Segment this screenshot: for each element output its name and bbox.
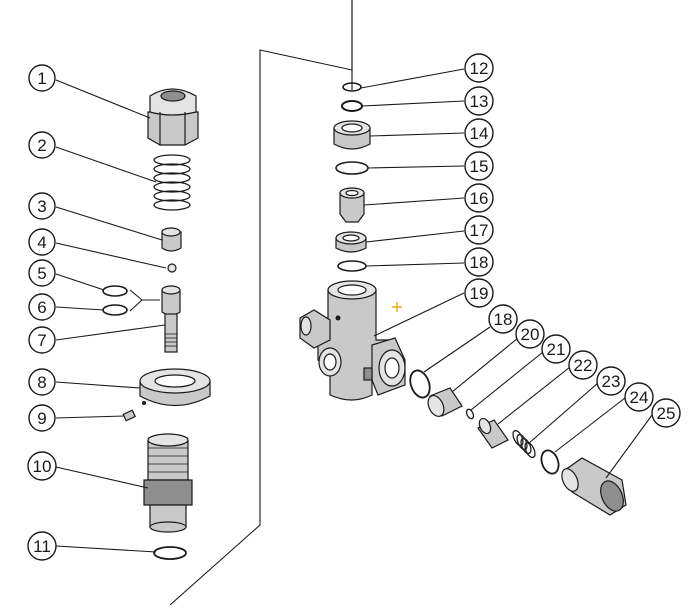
svg-text:12: 12: [470, 59, 489, 78]
callout-7: 7: [28, 326, 56, 354]
svg-text:16: 16: [470, 189, 489, 208]
svg-text:1: 1: [37, 69, 46, 88]
part-13-ring: [341, 100, 363, 112]
svg-text:13: 13: [470, 92, 489, 111]
part-3-spring-seat: [161, 227, 182, 252]
cursor-mark: [392, 302, 402, 312]
svg-text:25: 25: [657, 404, 676, 423]
part-17-bushing: [335, 231, 367, 253]
part-10-threaded-body: [143, 433, 193, 533]
part-5-o-ring: [102, 285, 128, 297]
callout-11: 11: [27, 531, 57, 561]
callout-4: 4: [28, 228, 56, 256]
part-6-o-ring: [102, 304, 128, 316]
callout-21: 21: [541, 334, 571, 364]
callout-20: 20: [515, 319, 545, 349]
part-9-set-screw: [122, 409, 137, 422]
callout-3: 3: [28, 192, 56, 220]
part-21-small-ring: [465, 408, 475, 420]
callout-1: 1: [28, 64, 56, 92]
part-4-ball: [167, 263, 177, 273]
svg-text:6: 6: [37, 298, 46, 317]
callout-10: 10: [27, 451, 57, 481]
svg-text:17: 17: [470, 221, 489, 240]
part-14-bushing: [333, 120, 371, 150]
callout-19: 19: [464, 278, 494, 308]
callout-23: 23: [596, 366, 626, 396]
bracket-5-6: [129, 289, 143, 301]
callout-12: 12: [464, 53, 494, 83]
part-19-valve-body: [299, 280, 406, 401]
part-7-piston-stem: [161, 285, 181, 353]
part-1-cap-nut: [147, 88, 199, 146]
part-24-o-ring: [540, 449, 560, 475]
svg-text:9: 9: [37, 409, 46, 428]
svg-text:15: 15: [470, 157, 489, 176]
part-18-o-ring: [337, 260, 367, 272]
part-8-lock-ring: [139, 368, 211, 406]
callout-16: 16: [464, 183, 494, 213]
part-22-poppet: [477, 417, 509, 449]
svg-text:7: 7: [37, 331, 46, 350]
svg-text:20: 20: [521, 325, 540, 344]
callout-15: 15: [464, 151, 494, 181]
part-23-spring: [512, 429, 536, 459]
callout-13: 13: [464, 86, 494, 116]
svg-text:5: 5: [37, 264, 46, 283]
svg-text:11: 11: [33, 537, 51, 556]
svg-text:2: 2: [37, 136, 46, 155]
part-2-spring: [153, 154, 191, 211]
callout-25: 25: [651, 398, 681, 428]
leader-lines: [55, 68, 653, 553]
callout-24: 24: [624, 382, 654, 412]
callout-14: 14: [464, 118, 494, 148]
svg-text:23: 23: [602, 372, 621, 391]
callout-6: 6: [28, 293, 56, 321]
svg-text:18: 18: [494, 310, 513, 329]
part-18-o-ring-side: [409, 369, 431, 399]
part-12-ring: [342, 82, 362, 92]
part-16-valve-seat: [339, 187, 365, 223]
svg-text:14: 14: [470, 124, 489, 143]
callout-18a: 18: [464, 247, 494, 277]
part-15-o-ring: [335, 161, 369, 175]
svg-text:8: 8: [37, 373, 46, 392]
callout-17: 17: [464, 215, 494, 245]
part-11-o-ring: [153, 546, 187, 560]
callout-8: 8: [28, 368, 56, 396]
svg-text:19: 19: [470, 284, 489, 303]
assembly-axis-line: [169, 0, 353, 606]
svg-text:21: 21: [547, 340, 566, 359]
svg-text:4: 4: [37, 233, 46, 252]
svg-text:24: 24: [630, 388, 649, 407]
callout-18b: 18: [488, 304, 518, 334]
svg-text:18: 18: [470, 253, 489, 272]
callout-5: 5: [28, 259, 56, 287]
part-20-nozzle-seat: [427, 387, 463, 417]
svg-text:10: 10: [33, 457, 52, 476]
part-25-outlet-fitting: [561, 457, 627, 516]
svg-text:3: 3: [37, 197, 46, 216]
callout-9: 9: [28, 404, 56, 432]
callout-2: 2: [28, 131, 56, 159]
svg-text:22: 22: [574, 356, 593, 375]
callout-22: 22: [568, 350, 598, 380]
